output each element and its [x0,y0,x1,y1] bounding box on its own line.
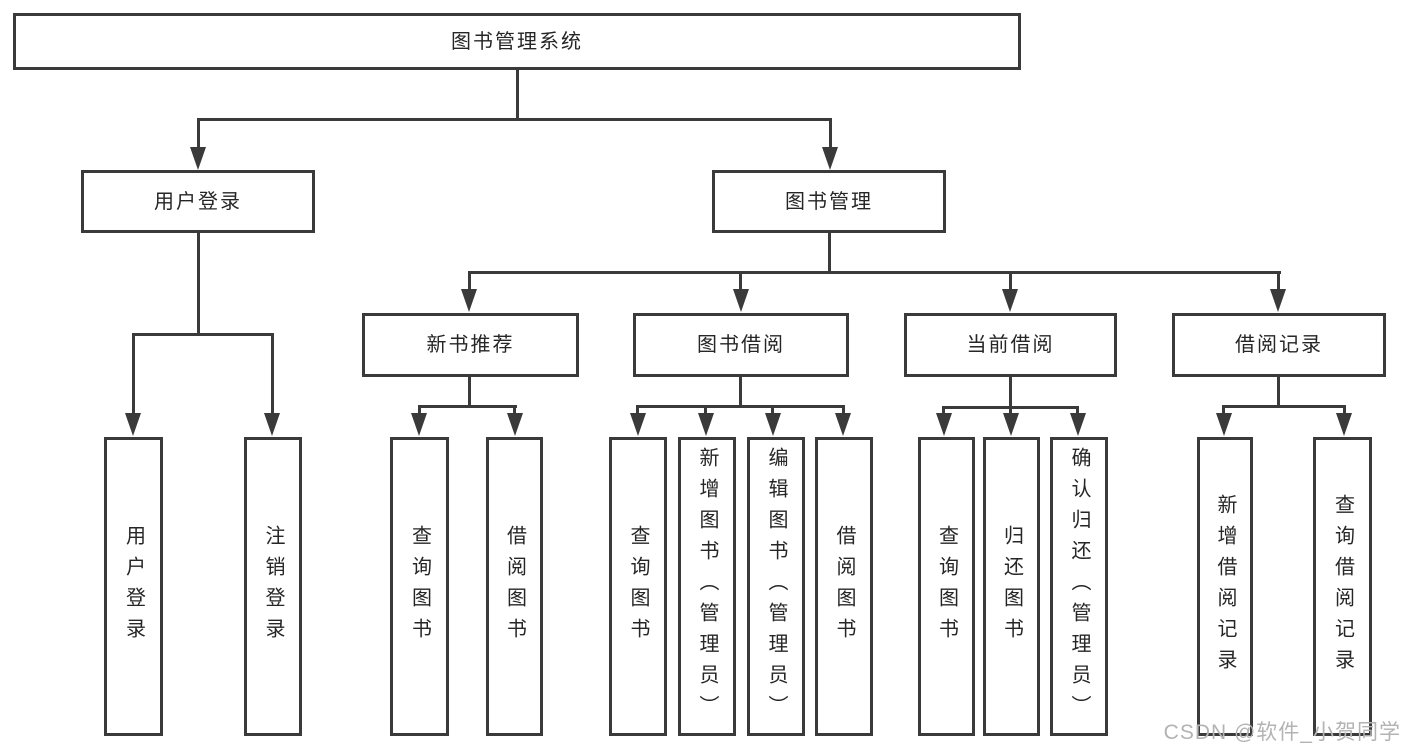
node-label-user-login-branch: 用户登录 [154,190,242,213]
connector-line [829,118,832,150]
arrowhead-down-icon [698,413,714,436]
connector-line [516,70,519,120]
arrowhead-down-icon [190,147,206,170]
node-borrow-books-leaf: 借阅图书 [815,437,873,736]
arrowhead-down-icon [1270,289,1286,312]
arrowhead-down-icon [1002,289,1018,312]
node-query-books-borrow: 查询图书 [609,437,667,736]
node-label-system-root: 图书管理系统 [451,30,583,53]
node-label-borrow-records: 借阅记录 [1235,334,1323,356]
connector-line [842,405,845,419]
arrowhead-down-icon [507,413,523,436]
arrowhead-down-icon [1003,413,1019,436]
node-user-login-branch: 用户登录 [81,170,315,233]
connector-line [636,405,845,408]
arrowhead-down-icon [1070,413,1086,436]
node-label-new-book-recommend: 新书推荐 [426,334,515,356]
node-query-borrow-record: 查询借阅记录 [1313,437,1372,736]
node-label-add-borrow-record: 新增借阅记录 [1214,493,1236,680]
node-book-borrow: 图书借阅 [633,313,849,377]
node-label-confirm-return-admin: 确认归还（管理员） [1068,447,1090,726]
connector-line [1343,405,1346,419]
connector-line [1277,377,1280,408]
node-borrow-records: 借阅记录 [1172,313,1386,377]
connector-line [828,233,831,274]
node-query-books-current: 查询图书 [918,437,975,736]
node-label-query-books-current: 查询图书 [935,524,958,649]
node-label-borrow-books-recommend: 借阅图书 [503,524,526,649]
node-query-books-recommend: 查询图书 [390,437,449,736]
node-current-borrow: 当前借阅 [904,313,1117,377]
connector-line [739,377,742,408]
node-user-login-leaf: 用户登录 [104,437,163,736]
connector-line [197,118,200,150]
node-label-edit-books-admin: 编辑图书（管理员） [765,447,787,726]
connector-line [1222,405,1225,419]
node-confirm-return-admin: 确认归还（管理员） [1050,437,1108,736]
connector-line [942,406,945,419]
node-new-book-recommend: 新书推荐 [362,313,579,377]
arrowhead-down-icon [125,413,141,436]
node-label-user-login-leaf: 用户登录 [122,524,145,649]
connector-line [271,333,274,417]
connector-line [418,405,421,419]
arrowhead-down-icon [630,413,646,436]
connector-line [513,405,516,419]
node-label-book-borrow: 图书借阅 [697,334,785,356]
connector-line [739,271,742,295]
node-label-current-borrow: 当前借阅 [966,334,1055,356]
node-label-book-management: 图书管理 [785,190,873,213]
connector-line [636,405,639,419]
node-label-logout-leaf: 注销登录 [262,524,284,649]
node-label-return-books: 归还图书 [1000,524,1023,649]
connector-line [197,233,200,336]
node-return-books: 归还图书 [983,437,1040,736]
node-system-root: 图书管理系统 [13,13,1021,70]
connector-line [418,405,517,408]
connector-line [1009,271,1012,295]
node-add-borrow-record: 新增借阅记录 [1197,437,1253,736]
connector-line [132,333,135,417]
arrowhead-down-icon [1336,413,1352,436]
connector-line [1222,405,1346,408]
connector-line [704,405,707,419]
arrowhead-down-icon [835,413,851,436]
node-borrow-books-recommend: 借阅图书 [486,437,543,736]
arrowhead-down-icon [264,413,280,436]
node-label-add-books-admin: 新增图书（管理员） [696,447,718,726]
connector-line [468,271,471,295]
node-edit-books-admin: 编辑图书（管理员） [747,437,805,736]
connector-line [197,118,832,121]
connector-line [132,333,274,336]
arrowhead-down-icon [822,147,838,170]
arrowhead-down-icon [765,413,781,436]
arrowhead-down-icon [936,413,952,436]
connector-line [1277,271,1280,295]
csdn-watermark: CSDN @软件_小贺同学 [1163,721,1401,744]
arrowhead-down-icon [411,413,427,436]
node-book-management: 图书管理 [712,170,946,233]
arrowhead-down-icon [1216,413,1232,436]
node-logout-leaf: 注销登录 [244,437,302,736]
node-label-query-borrow-record: 查询借阅记录 [1331,493,1354,680]
arrowhead-down-icon [733,289,749,312]
node-add-books-admin: 新增图书（管理员） [678,437,736,736]
connector-line [1076,406,1079,419]
node-label-borrow-books-leaf: 借阅图书 [833,524,855,649]
connector-line [771,405,774,419]
arrowhead-down-icon [461,289,477,312]
connector-line [468,377,471,408]
node-label-query-books-borrow: 查询图书 [627,524,649,649]
node-label-query-books-recommend: 查询图书 [408,524,431,649]
connector-line [468,271,1281,274]
connector-line [1009,406,1012,419]
connector-line [1009,377,1012,408]
